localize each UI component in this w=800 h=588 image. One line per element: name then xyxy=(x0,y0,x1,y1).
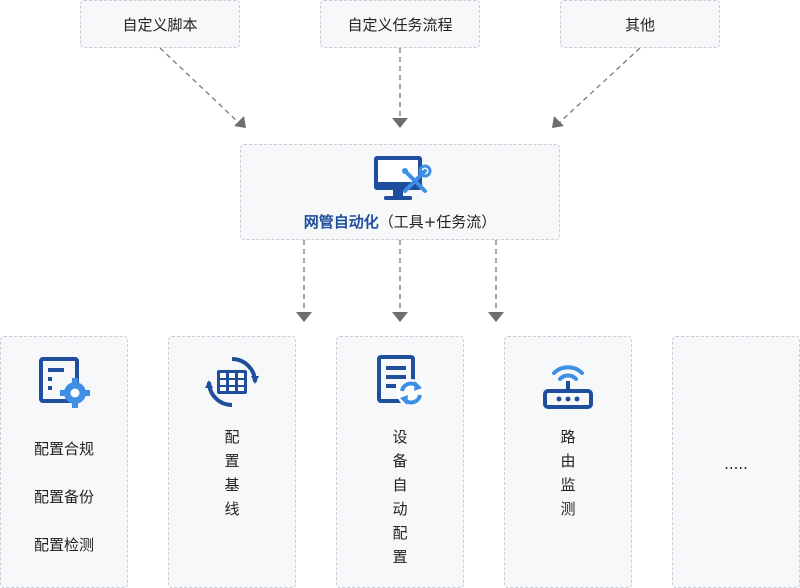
output-char: 测 xyxy=(560,500,576,518)
hub-title: 网管自动化（工具+任务流） xyxy=(241,211,559,232)
output-items: 配置合规 配置备份 配置检测 xyxy=(1,425,127,569)
hub-title-rest: （工具+任务流） xyxy=(378,213,497,231)
source-label: 自定义任务流程 xyxy=(347,15,453,34)
output-item: 配置备份 xyxy=(33,488,94,506)
output-char: 由 xyxy=(560,452,576,470)
output-char: 动 xyxy=(392,500,408,518)
output-config-compliance: 配置合规 配置备份 配置检测 xyxy=(0,336,128,588)
output-char: 置 xyxy=(224,452,240,470)
output-item: 配置合规 xyxy=(33,440,94,458)
output-char: 备 xyxy=(392,452,408,470)
monitor-tools-icon xyxy=(374,156,432,200)
output-more: ..... xyxy=(672,336,800,588)
output-char: 路 xyxy=(560,428,576,446)
source-custom-workflow: 自定义任务流程 xyxy=(320,0,480,48)
router-wifi-icon xyxy=(543,365,593,409)
arrow-line-other xyxy=(559,47,641,123)
output-device-auto-config: 设 备 自 动 配 置 xyxy=(336,336,464,588)
config-gear-icon xyxy=(39,357,90,408)
output-char: 自 xyxy=(392,476,408,494)
output-char: 设 xyxy=(392,428,408,446)
arrowhead-out-1 xyxy=(296,312,312,322)
arrowhead-script xyxy=(234,116,246,128)
arrowhead-workflow xyxy=(392,118,408,128)
output-items: 设 备 自 动 配 置 xyxy=(337,425,463,569)
source-label: 其他 xyxy=(624,15,655,34)
output-char: 置 xyxy=(392,548,408,566)
source-custom-script: 自定义脚本 xyxy=(80,0,240,48)
output-items: 路 由 监 测 xyxy=(505,425,631,521)
hub-title-bold: 网管自动化 xyxy=(303,213,379,231)
hub-network-automation: 网管自动化（工具+任务流） xyxy=(240,144,560,240)
output-char: 线 xyxy=(224,500,240,518)
output-route-monitoring: 路 由 监 测 xyxy=(504,336,632,588)
output-item: 配置检测 xyxy=(33,536,94,554)
output-char: 监 xyxy=(560,476,576,494)
ellipsis-text: ..... xyxy=(724,455,748,473)
output-char: 配 xyxy=(392,524,408,542)
arrowhead-out-3 xyxy=(488,312,504,322)
output-config-baseline: 配 置 基 线 xyxy=(168,336,296,588)
output-items: 配 置 基 线 xyxy=(169,425,295,521)
document-sync-icon xyxy=(377,355,425,407)
arrow-line-script xyxy=(159,47,239,123)
source-label: 自定义脚本 xyxy=(122,15,198,34)
arrowhead-out-2 xyxy=(392,312,408,322)
source-other: 其他 xyxy=(560,0,720,48)
output-char: 配 xyxy=(224,428,240,446)
output-char: 基 xyxy=(224,476,240,494)
arrowhead-other xyxy=(552,116,564,128)
baseline-cycle-icon xyxy=(205,357,259,407)
